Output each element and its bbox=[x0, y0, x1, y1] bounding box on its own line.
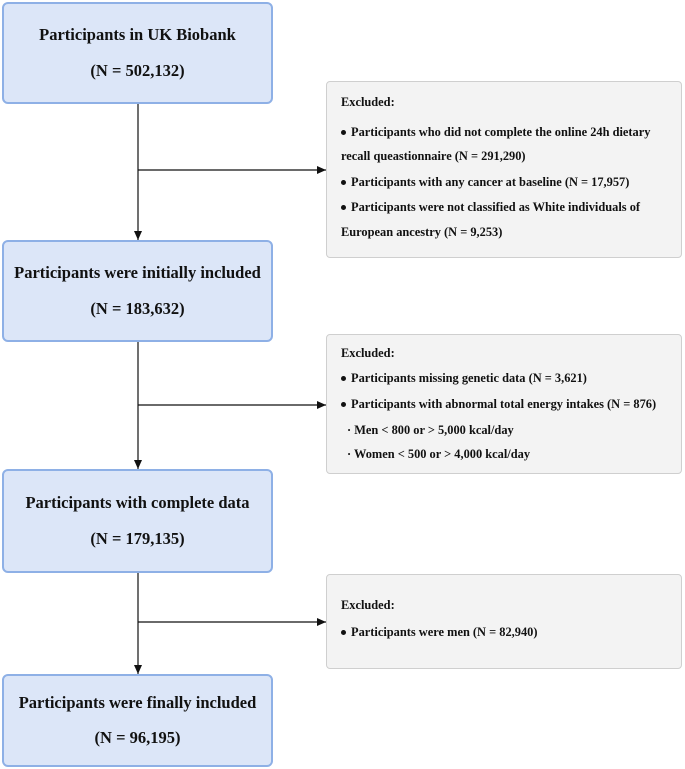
bullet-icon bbox=[341, 204, 346, 210]
excluded-item-text: Participants were men (N = 82,940) bbox=[351, 625, 538, 639]
box-initially-included: Participants were initially included (N … bbox=[2, 240, 273, 342]
excluded-box-2: Excluded: Participants missing genetic d… bbox=[326, 334, 682, 474]
box-count: (N = 96,195) bbox=[94, 728, 181, 747]
bullet-icon bbox=[341, 129, 346, 135]
excluded-item: Participants who did not complete the on… bbox=[341, 126, 673, 138]
excluded-item-text: Participants missing genetic data (N = 3… bbox=[351, 371, 587, 385]
box-complete-data: Participants with complete data (N = 179… bbox=[2, 469, 273, 573]
box-count: (N = 179,135) bbox=[90, 528, 185, 548]
excluded-item: Participants missing genetic data (N = 3… bbox=[341, 372, 673, 384]
excluded-item: Participants were men (N = 82,940) bbox=[341, 626, 673, 638]
excluded-item-text: Participants who did not complete the on… bbox=[351, 125, 651, 139]
excluded-item: Participants with abnormal total energy … bbox=[341, 398, 673, 410]
bullet-icon bbox=[341, 401, 346, 407]
box-title: Participants were initially included bbox=[14, 263, 261, 282]
box-title: Participants in UK Biobank bbox=[39, 25, 236, 44]
box-title: Participants with complete data bbox=[25, 493, 250, 512]
box-uk-biobank: Participants in UK Biobank (N = 502,132) bbox=[2, 2, 273, 104]
excluded-box-3: Excluded: Participants were men (N = 82,… bbox=[326, 574, 682, 669]
excluded-subitem: · Men < 800 or > 5,000 kcal/day bbox=[347, 423, 514, 437]
excluded-item-continued: European ancestry (N = 9,253) bbox=[341, 225, 503, 239]
excluded-heading: Excluded: bbox=[341, 346, 395, 360]
excluded-item: Participants with any cancer at baseline… bbox=[341, 176, 673, 188]
excluded-heading: Excluded: bbox=[341, 95, 395, 109]
excluded-item-continued: recall queastionnaire (N = 291,290) bbox=[341, 149, 526, 163]
excluded-item-text: Participants with any cancer at baseline… bbox=[351, 175, 630, 189]
box-finally-included: Participants were finally included (N = … bbox=[2, 674, 273, 767]
bullet-icon bbox=[341, 179, 346, 185]
excluded-box-1: Excluded: Participants who did not compl… bbox=[326, 81, 682, 258]
bullet-icon bbox=[341, 375, 346, 381]
excluded-item: Participants were not classified as Whit… bbox=[341, 201, 673, 213]
box-count: (N = 502,132) bbox=[90, 60, 185, 80]
excluded-subitem: · Women < 500 or > 4,000 kcal/day bbox=[347, 447, 531, 461]
excluded-item-text: Participants with abnormal total energy … bbox=[351, 397, 657, 411]
box-title: Participants were finally included bbox=[18, 692, 257, 712]
excluded-heading: Excluded: bbox=[341, 598, 395, 612]
bullet-icon bbox=[341, 629, 346, 635]
excluded-item-text: Participants were not classified as Whit… bbox=[351, 200, 641, 214]
box-count: (N = 183,632) bbox=[90, 298, 185, 318]
